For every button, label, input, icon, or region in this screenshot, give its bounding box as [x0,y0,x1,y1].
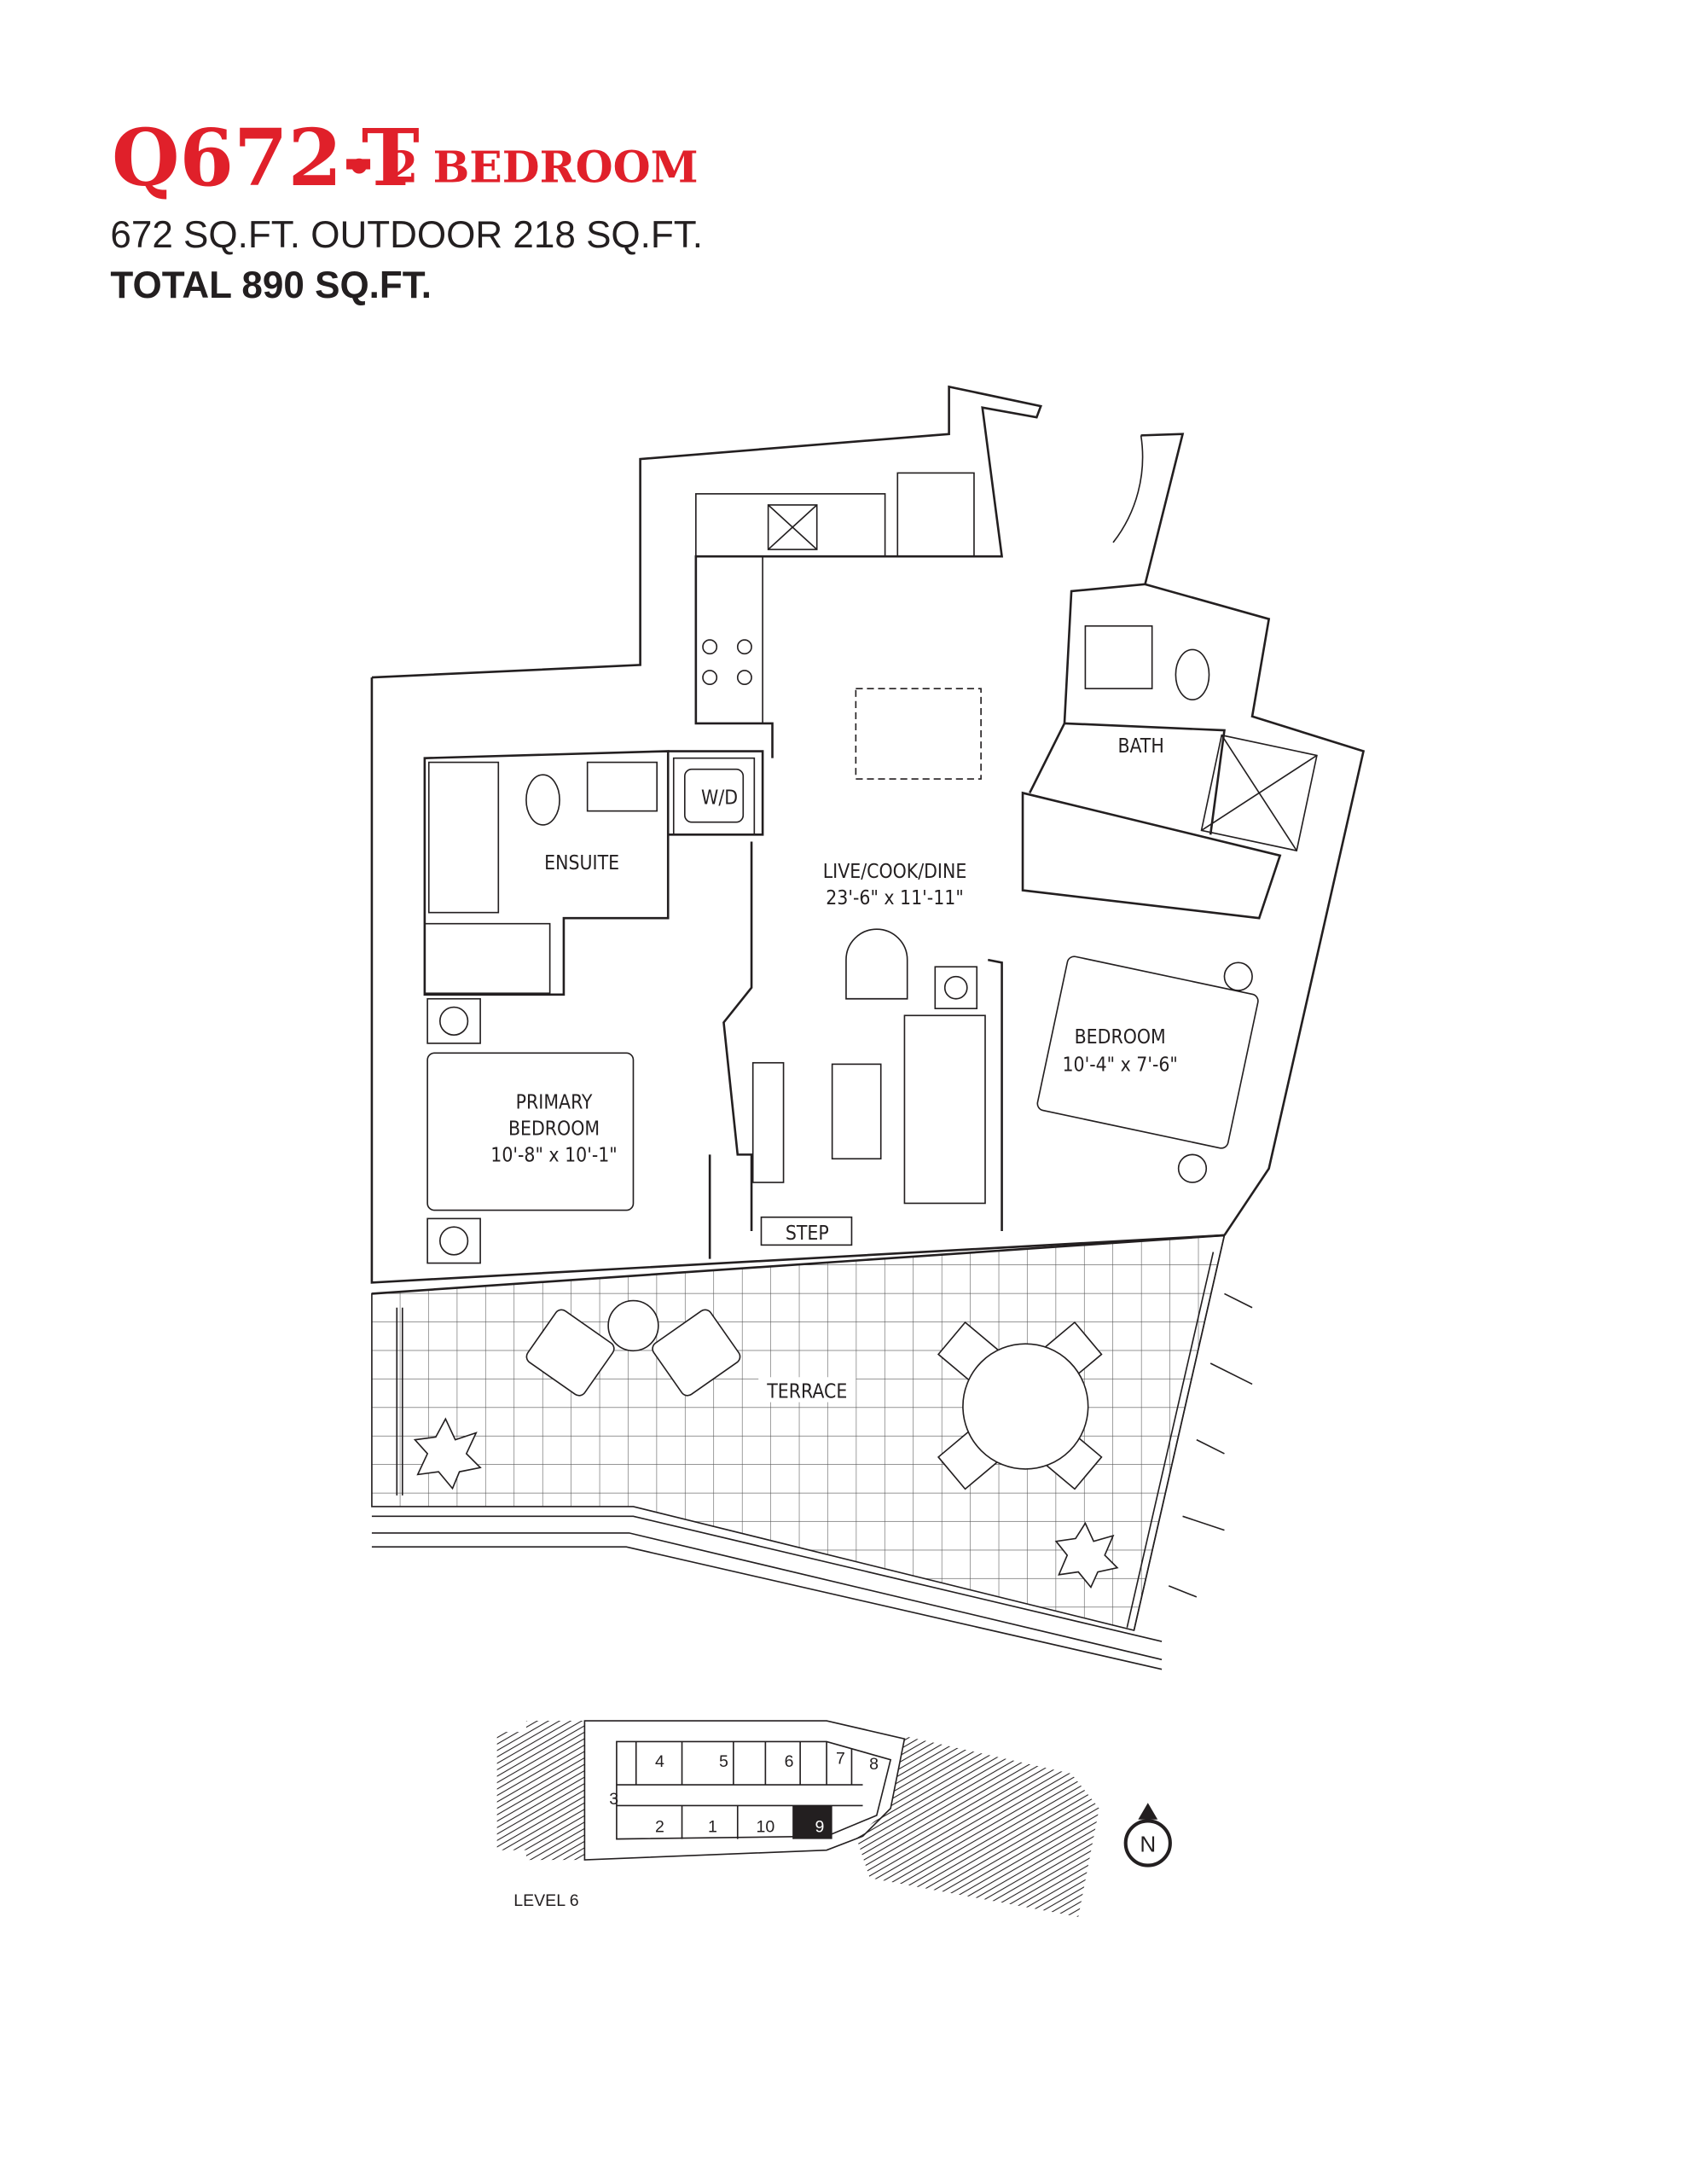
wd-label: W/D [701,787,738,809]
plant-icon [413,1417,1119,1589]
terrace-label: TERRACE [766,1381,847,1403]
live-cook-dine-dims: 23'-6" x 11'-11" [826,887,964,909]
live-cook-dine-label: LIVE/COOK/DINE [823,861,967,883]
header: Q672-T • 2 BEDROOM 672 SQ.FT. OUTDOOR 21… [110,112,703,306]
key-unit-3: 3 [609,1790,618,1809]
key-unit-1: 1 [708,1817,717,1836]
north-compass-icon: N [1123,1803,1172,1867]
lounge-set [525,1299,741,1397]
compass-letter: N [1140,1831,1156,1856]
unit-walls: W/D STEP [370,385,1366,1295]
room-labels: ENSUITE LIVE/COOK/DINE 23'-6" x 11'-11" … [490,735,1178,1166]
key-unit-4: 4 [655,1752,664,1771]
key-plan: 1 2 3 4 5 6 7 8 9 10 LEVEL 6 N [496,1720,1172,1917]
primary-bedroom-dims: 10'-8" x 10'-1" [490,1145,617,1167]
unit-code: Q672-T [112,112,420,204]
key-unit-6: 6 [785,1752,794,1771]
key-unit-10: 10 [756,1817,774,1836]
ensuite-label: ENSUITE [544,852,619,874]
area-breakdown: 672 SQ.FT. OUTDOOR 218 SQ.FT. [110,214,703,256]
level-label: LEVEL 6 [513,1891,579,1910]
key-unit-8: 8 [869,1755,879,1774]
terrace: TERRACE [371,1234,1253,1670]
primary-bedroom-label-1: PRIMARY [516,1092,593,1114]
highlighted-unit [792,1805,832,1839]
dining-set [937,1321,1103,1490]
key-unit-7: 7 [836,1750,845,1769]
key-unit-9: 9 [815,1817,825,1836]
key-unit-2: 2 [655,1817,664,1836]
total-area: TOTAL 890 SQ.FT. [110,264,432,306]
primary-bedroom-label-2: BEDROOM [508,1118,600,1141]
bath-label: BATH [1117,735,1163,758]
bedroom-label: BEDROOM [1075,1026,1166,1048]
key-unit-5: 5 [719,1752,728,1771]
bedroom-dims: 10'-4" x 7'-6" [1062,1054,1177,1077]
step-label: STEP [786,1223,829,1245]
unit-type: • 2 BEDROOM [345,142,699,193]
